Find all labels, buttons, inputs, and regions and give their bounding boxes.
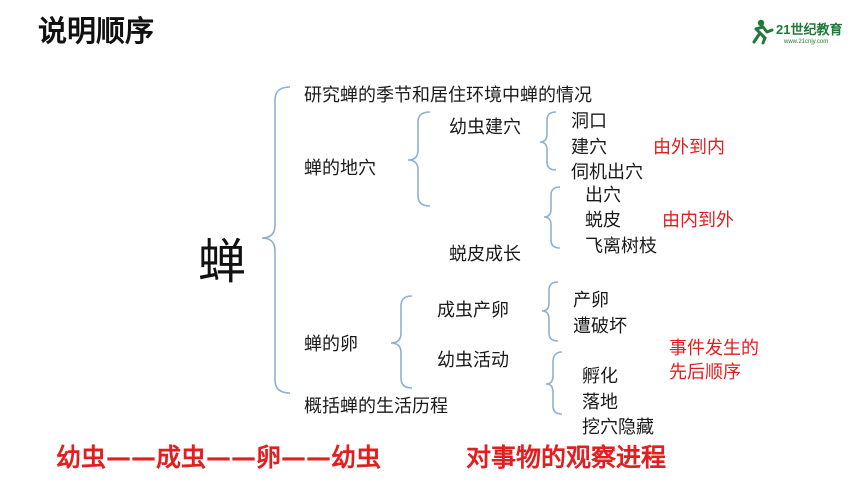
item-build-2: 建穴	[571, 137, 607, 158]
note-sequence-1: 事件发生的	[669, 338, 759, 359]
note-inside-out: 由内到外	[662, 210, 734, 231]
lifecycle-sequence: 幼虫——成虫——卵——幼虫	[56, 443, 382, 472]
sub-molt: 蜕皮成长	[449, 244, 521, 265]
item-larva-3: 挖穴隐藏	[582, 417, 654, 438]
main-brace	[261, 86, 291, 394]
logo-url: www.21cnjy.com	[783, 39, 828, 45]
cave-brace	[407, 111, 431, 207]
observation-process: 对事物的观察进程	[466, 443, 667, 472]
item-build-3: 伺机出穴	[571, 162, 643, 183]
item-lay-1: 产卵	[573, 290, 609, 311]
brand-logo: 21世纪教育 www.21cnjy.com	[750, 16, 850, 46]
runner-icon: 21世纪教育 www.21cnjy.com	[752, 19, 842, 45]
page-title: 说明顺序	[38, 14, 155, 48]
build-brace	[539, 111, 557, 171]
root-node: 蝉	[198, 234, 247, 290]
branch-cave: 蝉的地穴	[304, 158, 376, 179]
branch-summary: 概括蝉的生活历程	[304, 396, 448, 417]
sub-lay-eggs: 成虫产卵	[437, 300, 509, 321]
branch-season: 研究蝉的季节和居住环境中蝉的情况	[304, 85, 592, 106]
item-larva-2: 落地	[582, 392, 618, 413]
logo-text: 21世纪教育	[776, 22, 842, 37]
item-build-1: 洞口	[571, 111, 607, 132]
item-larva-1: 孵化	[582, 366, 618, 387]
item-molt-1: 出穴	[585, 185, 621, 206]
note-outside-in: 由外到内	[653, 137, 725, 158]
item-molt-3: 飞离树枝	[585, 236, 657, 257]
sub-build-cave: 幼虫建穴	[449, 117, 521, 138]
larva-brace	[545, 351, 563, 415]
egg-brace	[390, 295, 413, 389]
item-molt-2: 蜕皮	[585, 210, 621, 231]
sub-larva: 幼虫活动	[437, 350, 509, 371]
molt-brace	[543, 186, 561, 249]
item-lay-2: 遭破坏	[573, 316, 627, 337]
lay-brace	[541, 281, 559, 342]
note-sequence-2: 先后顺序	[669, 362, 741, 383]
branch-egg: 蝉的卵	[304, 334, 358, 355]
